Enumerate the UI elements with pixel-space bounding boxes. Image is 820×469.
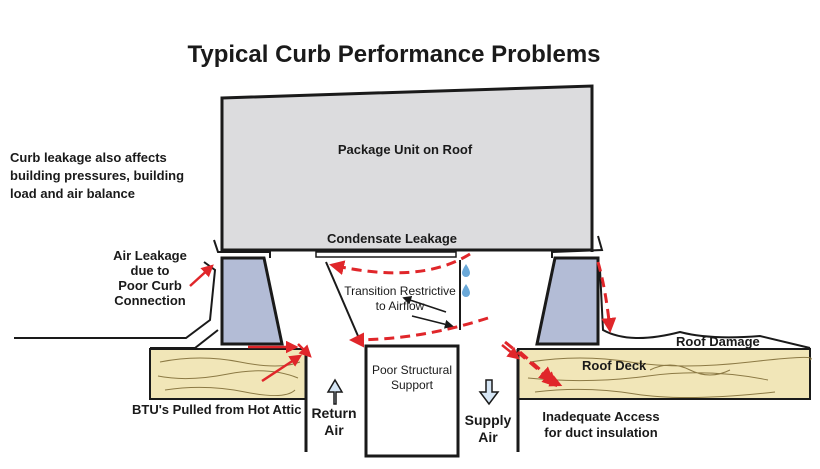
roof-damage-label: Roof Damage (676, 334, 760, 349)
svg-text:Transition Restrictive: Transition Restrictive (344, 284, 456, 298)
svg-text:Inadequate Access: Inadequate Access (542, 409, 659, 424)
package-unit (220, 84, 594, 252)
poor-structural-label: Poor Structural Support (372, 363, 452, 392)
return-air-arrow-icon (326, 378, 344, 405)
inadequate-access-label: Inadequate Access for duct insulation (542, 409, 659, 440)
structural-support (364, 344, 460, 458)
svg-text:Return: Return (311, 405, 356, 421)
note-line-3: load and air balance (10, 186, 135, 201)
leak-arrow-condensate (329, 252, 471, 275)
svg-text:Air: Air (324, 422, 344, 438)
return-air-label: Return Air (311, 405, 356, 438)
condensate-pan (315, 251, 457, 258)
air-leakage-label: Air Leakage due to Poor Curb Connection (113, 248, 187, 308)
roof-deck-right (517, 348, 812, 400)
leak-arrow-transition (349, 316, 489, 348)
svg-text:for duct insulation: for duct insulation (544, 425, 657, 440)
roof-deck-label: Roof Deck (582, 358, 647, 373)
leak-arrows-solid (189, 264, 563, 387)
transition-label: Transition Restrictive to Airflow (344, 284, 456, 313)
side-note: Curb leakage also affects building press… (10, 150, 184, 201)
curb-left (220, 256, 284, 346)
water-drop-icon (462, 264, 470, 297)
svg-text:due to: due to (131, 263, 170, 278)
leak-arrow-right-curb (596, 261, 617, 333)
supply-air-label: Supply Air (465, 412, 512, 445)
svg-text:Air Leakage: Air Leakage (113, 248, 187, 263)
roof-deck-left (149, 348, 307, 400)
note-line-1: Curb leakage also affects (10, 150, 167, 165)
leak-arrow-left (189, 264, 214, 287)
btu-label: BTU's Pulled from Hot Attic (132, 402, 301, 417)
transition-pointer-up (402, 296, 447, 313)
roof-membrane-right (599, 269, 811, 349)
svg-text:Connection: Connection (114, 293, 186, 308)
svg-text:to Airflow: to Airflow (376, 299, 425, 313)
condensate-label: Condensate Leakage (327, 231, 457, 246)
svg-text:Support: Support (391, 378, 434, 392)
curb-right (535, 256, 600, 346)
svg-text:Supply: Supply (465, 412, 512, 428)
transition-pointer-down (411, 315, 454, 329)
diagram-title: Typical Curb Performance Problems (187, 41, 600, 68)
note-line-2: building pressures, building (10, 168, 184, 183)
package-unit-label: Package Unit on Roof (338, 142, 473, 157)
svg-text:Air: Air (478, 429, 498, 445)
svg-text:Poor Curb: Poor Curb (118, 278, 182, 293)
svg-text:Poor Structural: Poor Structural (372, 363, 452, 377)
supply-air-arrow-icon (478, 379, 500, 406)
duct-walls (304, 349, 520, 452)
leak-arrow-attic (261, 354, 303, 383)
